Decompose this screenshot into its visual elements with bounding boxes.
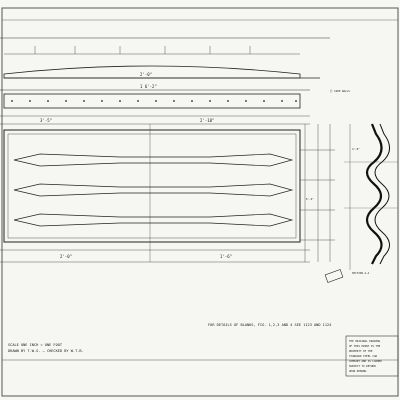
dim-a: 3'-5" [40,118,52,123]
top-view: 2'-0" [0,37,330,79]
detail-reference-note: FOR DETAILS OF BLANKS, FIG. 1,2,3 AND 4 … [208,323,331,327]
scale-note: SCALE ONE INCH = ONE FOOT [8,343,63,347]
title-line-7: UPON DEMAND. [349,369,368,373]
rivet-strip-view: 1 6'-2" Ⓒ SIDE WALLS [0,84,350,109]
dim-overall: 2'-0" [140,72,152,77]
plan-view: 3'-5" 2'-10" 2'-0" 1'-6" [0,115,310,263]
dim-b: 2'-10" [200,118,214,123]
dim-c: 2'-0" [60,254,72,259]
title-line-3: PROPERTY OF THE [349,349,373,353]
dim-d: 1'-6" [220,254,232,259]
section-view: SECTION A-A [344,123,398,275]
section-label: SECTION A-A [352,271,370,275]
title-line-6: SUBJECT TO RETURN [349,364,376,368]
title-line-2: OF THIS PRINT IS THE [349,344,381,348]
dim-f: 4'-8" [352,147,360,151]
rib-3 [13,213,294,227]
rib-2 [13,183,294,197]
dim-e: 6'-4" [306,197,314,201]
title-line-5: COMPANY AND IS LOANED [349,359,382,363]
side-walls-mark: Ⓒ SIDE WALLS [330,89,350,93]
vertical-dimensions [300,124,335,262]
sheet-border [1,7,399,397]
dim-top-span: 1 6'-2" [140,84,157,89]
title-block: THE ORIGINAL DRAWING OF THIS PRINT IS TH… [2,335,399,377]
drawn-by-note: DRAWN BY T.W.S. — CHECKED BY W.T.B. [8,349,84,353]
small-detail [324,269,344,283]
title-line-4: STANDARD STEEL CAR [349,354,378,358]
title-line-1: THE ORIGINAL DRAWING [349,339,381,343]
rib-1 [13,153,294,167]
